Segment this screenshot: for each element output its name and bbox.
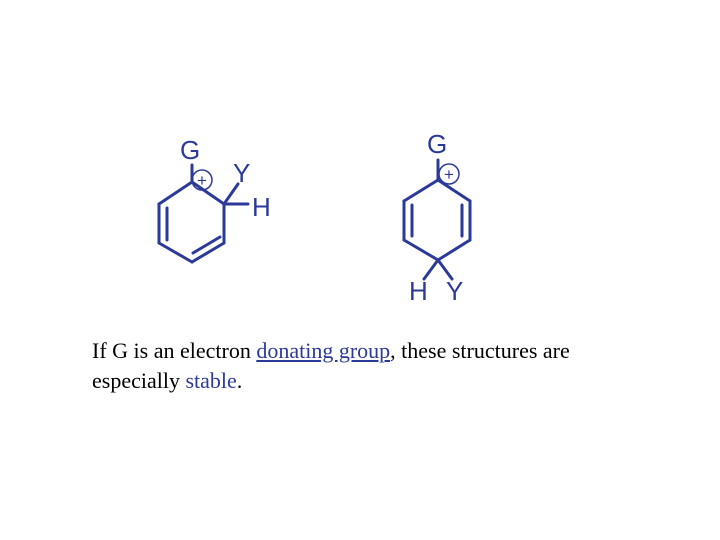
right-g-label: G [427,129,447,159]
left-y-bond [222,182,240,206]
right-plus-charge: + [444,165,454,184]
right-ring-bond-bottom-right [436,238,472,262]
left-charge-circle [191,169,213,191]
caption-part-3: especially [92,368,186,393]
right-y-label: Y [446,276,463,306]
left-arenium-structure: G + Y H [157,135,271,264]
right-charge-circle [438,163,460,185]
left-plus-charge: + [197,171,207,190]
left-g-label: G [180,135,200,165]
right-y-bond [436,258,454,281]
caption-part-4: . [236,368,243,393]
right-arenium-structure: G + H Y [402,129,472,306]
donating-group-link[interactable]: donating group [256,338,391,363]
caption-part-2: , these structures are [390,338,570,363]
left-ring-bond-top-right [190,180,226,206]
left-ring-bond-bottom-left [157,241,194,264]
caption-text: If G is an electron donating group, thes… [92,336,672,396]
right-h-label: H [409,276,428,306]
left-y-label: Y [233,158,250,188]
stable-word: stable [185,368,237,393]
left-ring-bond-top-left [157,180,194,206]
right-ring-bond-top-left [402,178,440,203]
right-h-bond [422,258,440,281]
left-ring-bond-bottom-right [190,241,226,264]
right-ring-bond-bottom-left [402,238,440,262]
caption-part-1: If G is an electron [92,338,257,363]
left-ring-double-bond-bottom [191,235,222,255]
right-ring-bond-top-right [436,178,472,203]
left-h-label: H [252,192,271,222]
